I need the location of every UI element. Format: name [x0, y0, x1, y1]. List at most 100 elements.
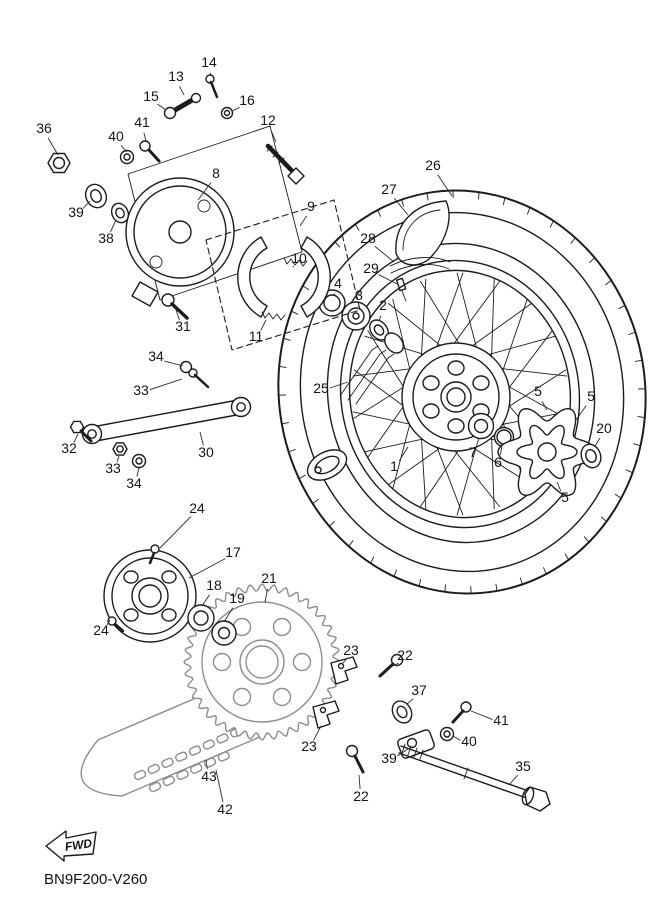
brake-spring-11 — [261, 311, 286, 321]
leader-line — [199, 431, 204, 446]
loose-spokes-25 — [339, 345, 395, 405]
leader-line — [201, 594, 210, 607]
leader-line — [209, 72, 212, 77]
stud-24-upper — [148, 544, 160, 565]
bolt-41-top — [139, 140, 161, 163]
leader-line — [136, 467, 140, 477]
fwd-arrow: FWD — [45, 830, 97, 862]
callout-5: 5 — [587, 388, 595, 404]
axle-nut-36 — [47, 152, 71, 174]
callout-5: 5 — [534, 383, 542, 399]
hub-group — [401, 342, 511, 452]
callout-21: 21 — [261, 570, 277, 586]
leader-line — [341, 659, 347, 665]
chain-adjuster-group — [312, 653, 472, 774]
leader-line — [313, 725, 322, 741]
callout-9: 9 — [307, 198, 315, 214]
leader-line — [392, 662, 399, 667]
bolt-41-lower — [451, 701, 472, 724]
leader-line — [264, 588, 268, 603]
leader-line — [270, 130, 277, 143]
tire-tread-ticks — [278, 190, 646, 594]
callout-5: 5 — [561, 489, 569, 505]
callout-22: 22 — [353, 788, 369, 804]
spoke-nipple-29 — [395, 277, 407, 292]
nut-33-lower — [112, 442, 128, 456]
leader-line — [143, 132, 147, 142]
callout-10: 10 — [291, 250, 307, 266]
leader-line — [82, 200, 91, 209]
callout-33: 33 — [105, 460, 121, 476]
callout-7: 7 — [469, 444, 477, 460]
callout-34: 34 — [126, 475, 142, 491]
leader-line — [406, 698, 414, 705]
leader-line — [541, 400, 548, 411]
bolt-32 — [69, 420, 93, 443]
brake-spring-10 — [283, 257, 308, 267]
callout-1: 1 — [390, 458, 398, 474]
callout-34: 34 — [148, 348, 164, 364]
callout-19: 19 — [229, 590, 245, 606]
screw-33-34-upper — [179, 360, 210, 389]
rim-cross-section-27 — [389, 200, 451, 302]
callout-3: 3 — [355, 287, 363, 303]
callout-6: 6 — [494, 454, 502, 470]
callout-8: 8 — [212, 165, 220, 181]
leader-line — [120, 145, 128, 153]
leader-line — [47, 137, 59, 156]
leader-line — [452, 735, 461, 741]
leader-line — [109, 219, 117, 233]
washer-34-lower — [131, 453, 147, 469]
bearing-18 — [187, 604, 215, 632]
bolt-22-lower — [345, 744, 365, 774]
leader-line — [292, 265, 295, 268]
leader-line — [398, 446, 409, 462]
callout-16: 16 — [239, 92, 255, 108]
callout-40: 40 — [461, 733, 477, 749]
damper-set-5 — [497, 408, 597, 496]
callout-22: 22 — [397, 647, 413, 663]
collar-38 — [110, 202, 130, 224]
callout-37: 37 — [411, 682, 427, 698]
callout-30: 30 — [198, 444, 214, 460]
leader-line — [149, 378, 183, 391]
callout-39: 39 — [68, 204, 84, 220]
callout-42: 42 — [217, 801, 233, 817]
leader-line — [116, 455, 120, 463]
callout-32: 32 — [61, 440, 77, 456]
spacer-collar-2 — [369, 319, 404, 354]
callout-17: 17 — [225, 544, 241, 560]
washer-40-lower — [439, 726, 455, 742]
callout-11: 11 — [249, 328, 264, 344]
adjuster-bolt-12 — [265, 143, 305, 185]
leader-line — [179, 86, 185, 96]
plate-23-upper — [330, 656, 358, 685]
leader-line — [205, 759, 208, 770]
leader-line — [378, 315, 382, 322]
washer-16 — [220, 106, 234, 120]
callout-15: 15 — [143, 88, 159, 104]
leader-line — [159, 516, 192, 549]
leader-line — [223, 607, 234, 623]
leader-line — [299, 215, 308, 227]
bearing-7 — [467, 412, 495, 440]
leader-line — [499, 445, 503, 456]
callout-27: 27 — [381, 181, 397, 197]
leader-line — [157, 103, 167, 111]
rim-lock — [306, 449, 348, 481]
plate-23-lower — [312, 700, 340, 729]
collar-20 — [580, 443, 602, 469]
fwd-label: FWD — [64, 836, 93, 854]
leader-line — [358, 774, 361, 790]
leader-line — [508, 774, 519, 786]
washer-40-top — [119, 149, 135, 165]
rim-band-28 — [389, 257, 451, 274]
callout-23: 23 — [301, 738, 317, 754]
leader-line — [164, 360, 184, 367]
rim-group — [339, 259, 581, 529]
leader-line — [378, 274, 398, 285]
callout-36: 36 — [36, 120, 52, 136]
